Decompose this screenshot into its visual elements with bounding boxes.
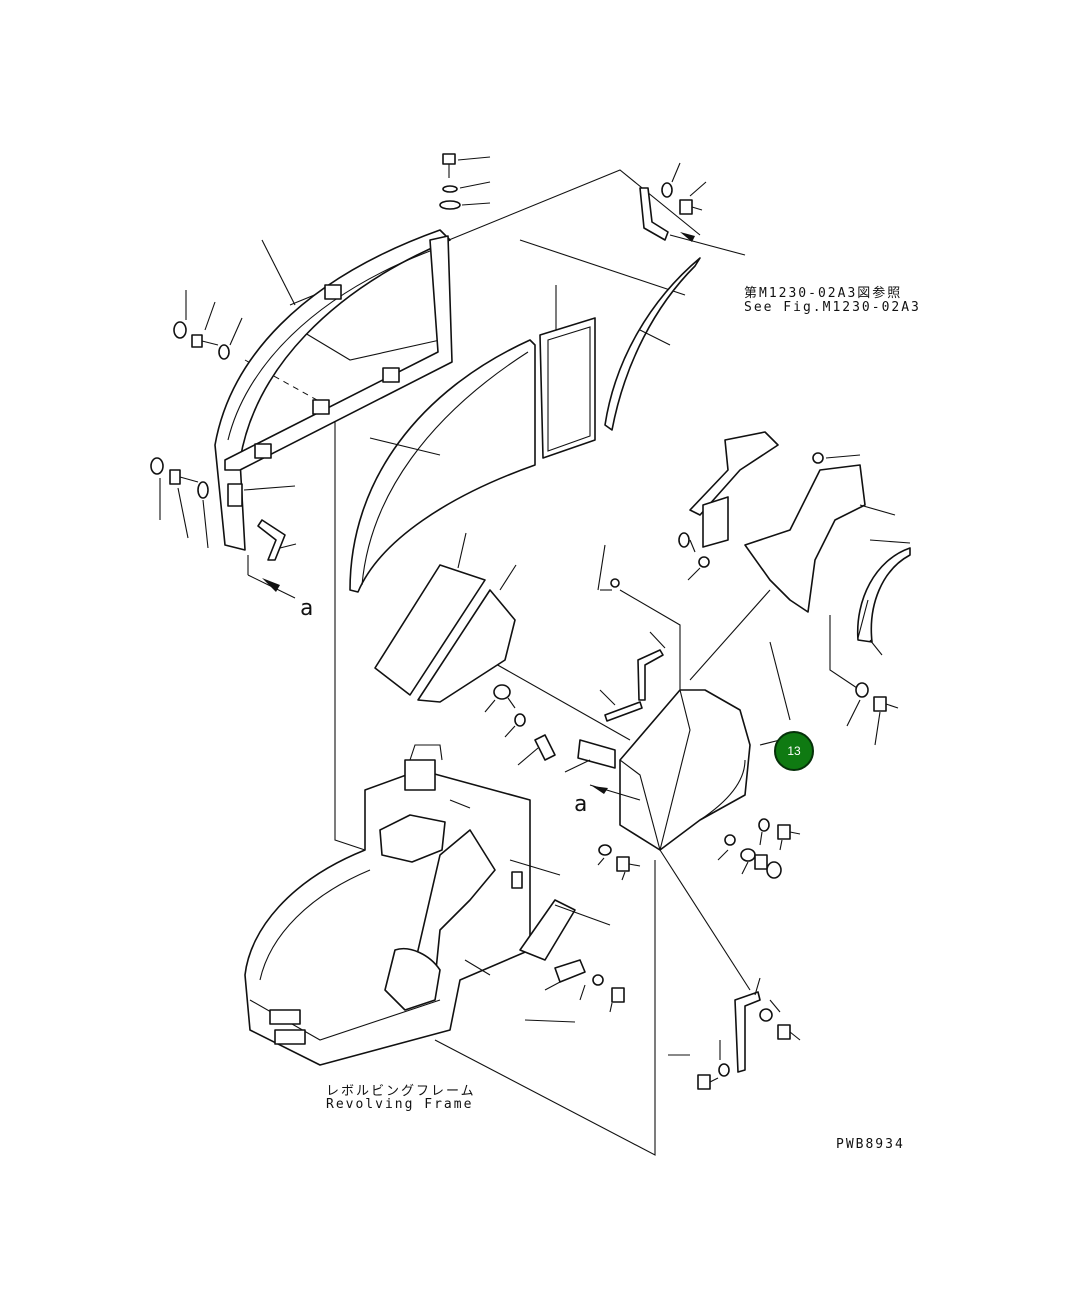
- top-right-bracket: [639, 162, 746, 256]
- callout-13[interactable]: 13: [774, 731, 814, 771]
- revolving-frame: [244, 744, 625, 1066]
- curved-covers: [349, 257, 701, 593]
- reference-label-en: See Fig.M1230-02A3: [744, 300, 921, 315]
- view-letter-a-center: a: [574, 792, 588, 817]
- bottom-right-bracket: [668, 977, 801, 1090]
- drawing-number: PWB8934: [836, 1137, 905, 1152]
- right-cover-assembly: [597, 431, 911, 746]
- wedge-covers: [374, 532, 517, 703]
- assembly-guide-lines: [244, 169, 861, 1156]
- frame-label-en: Revolving Frame: [326, 1097, 474, 1112]
- reference-label-jp: 第M1230-02A3図参照: [744, 286, 903, 301]
- cover-part-13: [619, 641, 791, 851]
- lower-cover-hardware: [597, 818, 801, 881]
- rods-and-pins: [484, 631, 666, 801]
- frame-label-jp: レボルビングフレーム: [326, 1084, 476, 1099]
- view-letter-a-left: a: [300, 596, 314, 621]
- upper-left-fender-assembly: [150, 153, 491, 599]
